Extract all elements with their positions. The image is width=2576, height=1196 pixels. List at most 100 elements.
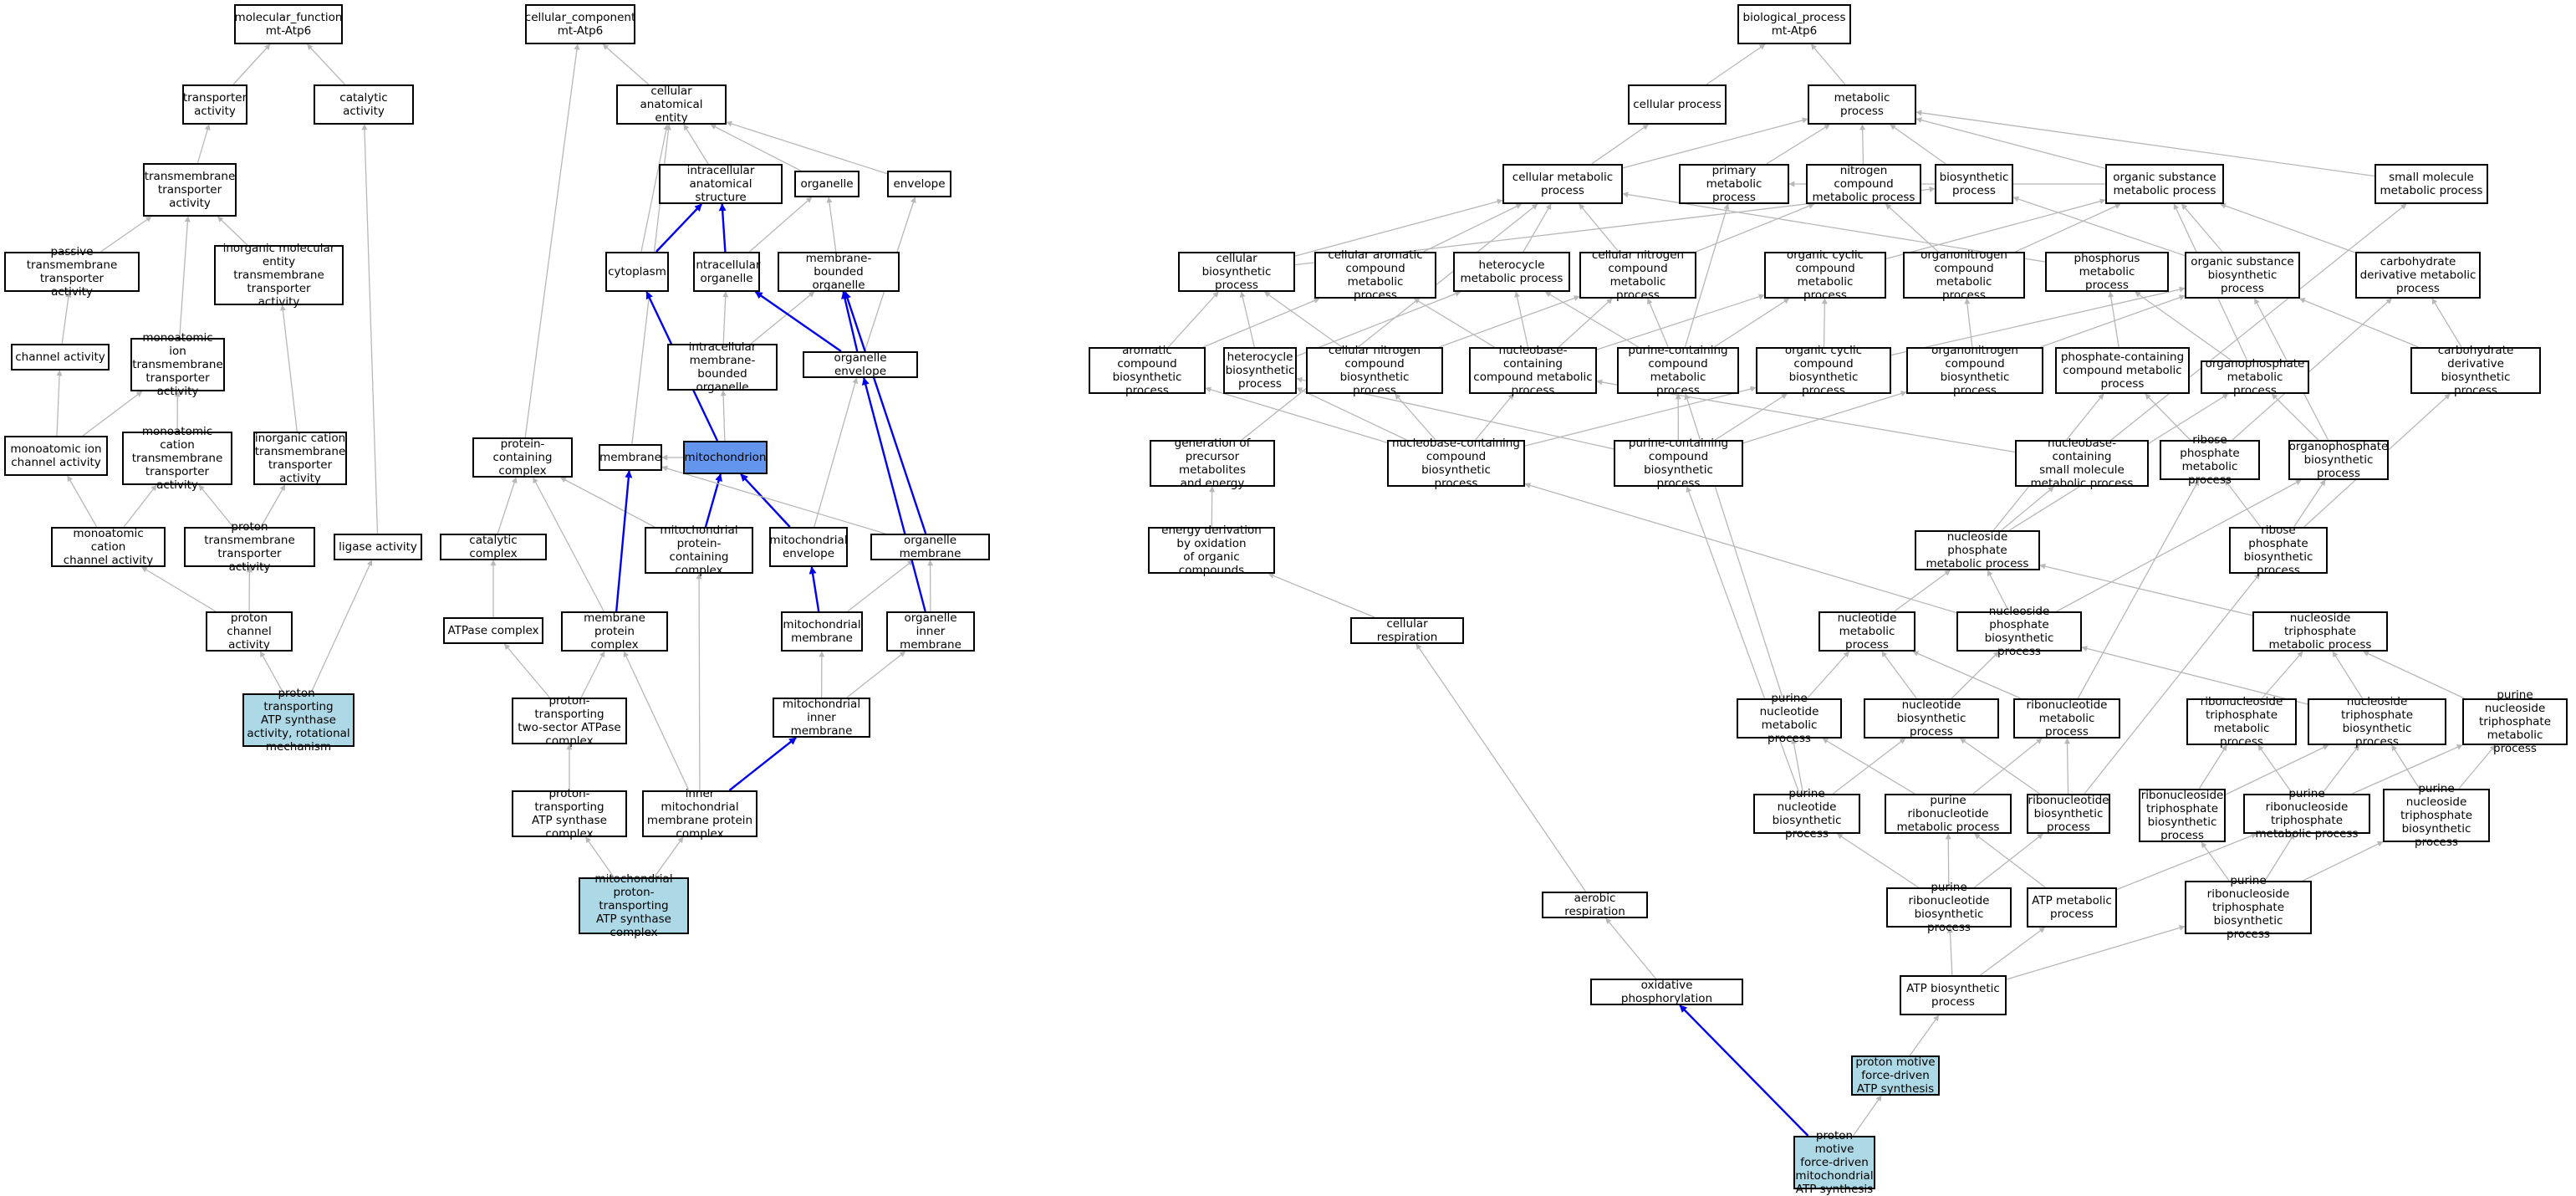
term-ligase[interactable]: ligase activity: [334, 534, 422, 560]
term-cellnitro[interactable]: cellular nitrogen compound metabolic pro…: [1579, 252, 1696, 299]
term-phoscontmet[interactable]: phosphate-containing compound metabolic …: [2055, 347, 2190, 394]
term-ribphosmet[interactable]: ribose phosphate metabolic process: [2160, 440, 2260, 480]
term-catalytic[interactable]: catalytic activity: [314, 84, 414, 125]
term-atpase[interactable]: ATPase complex: [443, 617, 543, 644]
term-pmf_atp[interactable]: proton motive force-driven ATP synthesis: [1851, 1055, 1940, 1096]
term-monoion_channel[interactable]: monoatomic ion channel activity: [4, 436, 108, 476]
term-monocation_channel[interactable]: monoatomic cation channel activity: [51, 527, 166, 567]
term-passive_tm[interactable]: passive transmembrane transporter activi…: [4, 252, 140, 292]
term-mitoenv[interactable]: mitochondrial envelope: [769, 527, 848, 567]
term-primmetab[interactable]: primary metabolic process: [1679, 164, 1789, 204]
term-organonitrobio[interactable]: organonitrogen compound biosynthetic pro…: [1906, 347, 2043, 394]
term-ntpbio[interactable]: nucleoside triphosphate biosynthetic pro…: [2308, 698, 2446, 745]
term-biosyn[interactable]: biosynthetic process: [1935, 164, 2013, 204]
term-orgmem[interactable]: organelle membrane: [870, 534, 990, 560]
term-cellproc[interactable]: cellular process: [1628, 84, 1727, 125]
term-icorg[interactable]: intracellular organelle: [693, 252, 760, 292]
term-orgcyc[interactable]: organic cyclic compound metabolic proces…: [1764, 252, 1886, 299]
term-pt_atp_rot[interactable]: proton-transporting ATP synthase activit…: [242, 693, 355, 747]
term-monocation_tm[interactable]: monoatomic cation transmembrane transpor…: [122, 432, 232, 485]
term-orgenv[interactable]: organelle envelope: [803, 351, 918, 378]
term-purntpbio[interactable]: purine nucleoside triphosphate biosynthe…: [2383, 789, 2490, 842]
term-icmborg[interactable]: intracellular membrane-bounded organelle: [667, 344, 778, 391]
term-mitopcc[interactable]: mitochondrial protein-containing complex: [645, 527, 753, 574]
term-carbomet[interactable]: carbohydrate derivative metabolic proces…: [2355, 252, 2481, 299]
term-nucphosbio[interactable]: nucleoside phosphate biosynthetic proces…: [1956, 611, 2082, 652]
term-smallmol[interactable]: small molecule metabolic process: [2375, 164, 2488, 204]
term-mf[interactable]: molecular_function mt-Atp6: [234, 4, 343, 44]
term-carbobio[interactable]: carbohydrate derivative biosynthetic pro…: [2410, 347, 2541, 394]
term-mitoinner[interactable]: mitochondrial inner membrane: [773, 698, 870, 738]
term-heterobio[interactable]: heterocycle biosynthetic process: [1223, 347, 1297, 394]
term-pmf_mito_atp[interactable]: proton motive force-driven mitochondrial…: [1793, 1136, 1875, 1189]
term-energyderiv[interactable]: energy derivation by oxidation of organi…: [1148, 527, 1275, 574]
term-cc[interactable]: cellular_component mt-Atp6: [525, 4, 635, 44]
term-ribnucbio[interactable]: ribonucleotide biosynthetic process: [2027, 794, 2110, 834]
term-purbio[interactable]: purine-containing compound biosynthetic …: [1614, 440, 1743, 487]
term-rntpbio[interactable]: ribonucleoside triphosphate biosynthetic…: [2139, 789, 2226, 842]
term-pt2sector[interactable]: proton-transporting two-sector ATPase co…: [512, 698, 627, 744]
term-purrntpmet[interactable]: purine ribonucleoside triphosphate metab…: [2243, 794, 2370, 834]
term-innermitoprot[interactable]: inner mitochondrial membrane protein com…: [642, 790, 757, 837]
term-orgphosmet[interactable]: organophosphate metabolic process: [2201, 360, 2309, 394]
term-cellmetab[interactable]: cellular metabolic process: [1502, 164, 1623, 204]
term-mborg[interactable]: membrane-bounded organelle: [778, 252, 900, 292]
term-memprot[interactable]: membrane protein complex: [561, 611, 668, 652]
term-purribnucmet[interactable]: purine ribonucleotide metabolic process: [1885, 794, 2012, 834]
term-aerobic[interactable]: aerobic respiration: [1542, 892, 1648, 918]
term-cellresp[interactable]: cellular respiration: [1350, 617, 1464, 644]
term-ptatpsynth[interactable]: proton-transporting ATP synthase complex: [512, 790, 627, 837]
term-orgsubbio[interactable]: organic substance biosynthetic process: [2185, 252, 2300, 299]
term-orgphosbio[interactable]: organophosphate biosynthetic process: [2288, 440, 2389, 480]
term-inorg_cation_tm[interactable]: inorganic cation transmembrane transport…: [253, 432, 347, 485]
term-ias[interactable]: intracellular anatomical structure: [659, 164, 783, 204]
term-proton_channel[interactable]: proton channel activity: [206, 611, 293, 652]
term-oxphos[interactable]: oxidative phosphorylation: [1590, 979, 1743, 1005]
term-orginner[interactable]: organelle inner membrane: [886, 611, 975, 652]
term-heteromet[interactable]: heterocycle metabolic process: [1453, 252, 1570, 292]
term-metab[interactable]: metabolic process: [1808, 84, 1916, 125]
term-monoion_tm[interactable]: monoatomic ion transmembrane transporter…: [130, 338, 225, 391]
term-arombio[interactable]: aromatic compound biosynthetic process: [1089, 347, 1206, 394]
term-mitomem[interactable]: mitochondrial membrane: [781, 611, 863, 652]
term-atpmet[interactable]: ATP metabolic process: [2027, 887, 2117, 928]
term-mito[interactable]: mitochondrion: [683, 441, 768, 474]
term-nucphosmet[interactable]: nucleoside phosphate metabolic process: [1915, 530, 2040, 570]
term-orgsubmetab[interactable]: organic substance metabolic process: [2105, 164, 2224, 204]
term-cytoplasm[interactable]: cytoplasm: [605, 252, 669, 292]
term-ribphosbio[interactable]: ribose phosphate biosynthetic process: [2229, 527, 2328, 574]
term-cellbiosyn[interactable]: cellular biosynthetic process: [1178, 252, 1295, 292]
term-pcc[interactable]: protein-containing complex: [472, 437, 573, 478]
term-tm_transporter[interactable]: transmembrane transporter activity: [143, 163, 237, 217]
term-inorg_mol_tm[interactable]: inorganic molecular entity transmembrane…: [214, 245, 344, 305]
term-genprec[interactable]: generation of precursor metabolites and …: [1150, 440, 1275, 487]
term-ntpmet[interactable]: nucleoside triphosphate metabolic proces…: [2252, 611, 2388, 652]
term-cellnitrobio[interactable]: cellular nitrogen compound biosynthetic …: [1306, 347, 1443, 394]
term-rntpmet[interactable]: ribonucleoside triphosphate metabolic pr…: [2186, 698, 2297, 745]
term-orgcycbio[interactable]: organic cyclic compound biosynthetic pro…: [1756, 347, 1891, 394]
term-organonitro[interactable]: organonitrogen compound metabolic proces…: [1903, 252, 2025, 299]
term-purmet[interactable]: purine-containing compound metabolic pro…: [1617, 347, 1739, 394]
term-purnucmet[interactable]: purine nucleotide metabolic process: [1737, 698, 1842, 739]
term-purribnucbio[interactable]: purine ribonucleotide biosynthetic proce…: [1886, 887, 2012, 928]
term-ribnucmet[interactable]: ribonucleotide metabolic process: [2013, 698, 2120, 739]
term-nucmet[interactable]: nucleotide metabolic process: [1819, 611, 1915, 652]
term-purnucbio[interactable]: purine nucleotide biosynthetic process: [1753, 794, 1860, 834]
term-phosmet[interactable]: phosphorus metabolic process: [2045, 252, 2169, 292]
term-catcomplex[interactable]: catalytic complex: [440, 534, 547, 560]
term-nucbio[interactable]: nucleotide biosynthetic process: [1864, 698, 1999, 739]
term-purntpmet[interactable]: purine nucleoside triphosphate metabolic…: [2462, 698, 2568, 745]
term-nucbasesmall[interactable]: nucleobase-containing small molecule met…: [2015, 440, 2149, 487]
term-bp[interactable]: biological_process mt-Atp6: [1737, 4, 1851, 44]
term-transporter[interactable]: transporter activity: [182, 84, 247, 125]
term-mitoptatp[interactable]: mitochondrial proton-transporting ATP sy…: [579, 877, 689, 934]
term-proton_tm[interactable]: proton transmembrane transporter activit…: [184, 527, 315, 567]
term-nucbasebio[interactable]: nucleobase-containing compound biosynthe…: [1387, 440, 1525, 487]
term-channel[interactable]: channel activity: [11, 344, 110, 371]
term-cellarom[interactable]: cellular aromatic compound metabolic pro…: [1314, 252, 1436, 299]
term-purrntpbio[interactable]: purine ribonucleoside triphosphate biosy…: [2185, 881, 2312, 934]
term-envelope[interactable]: envelope: [887, 171, 951, 197]
term-atpbio[interactable]: ATP biosynthetic process: [1900, 975, 2007, 1015]
term-ncmetab[interactable]: nitrogen compound metabolic process: [1806, 164, 1921, 204]
term-cae[interactable]: cellular anatomical entity: [616, 84, 727, 125]
